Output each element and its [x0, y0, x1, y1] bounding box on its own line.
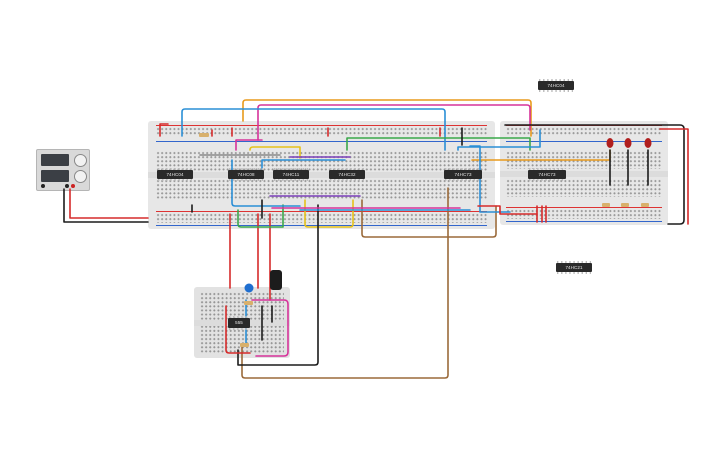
- main-breadboard[interactable]: [148, 121, 495, 229]
- wire: [477, 205, 538, 215]
- wire: [659, 128, 689, 225]
- chip-u4[interactable]: 74HC32: [329, 168, 365, 181]
- wire: [361, 199, 497, 238]
- resistor: [602, 203, 610, 207]
- led: [624, 138, 632, 148]
- resistor: [621, 203, 629, 207]
- led: [644, 138, 652, 148]
- led: [606, 138, 614, 148]
- chip-u1[interactable]: 74HC04: [157, 168, 193, 181]
- chip-u8[interactable]: 74HC21: [556, 261, 592, 274]
- wire: [457, 129, 541, 151]
- chip-u2[interactable]: 74HC08: [228, 168, 264, 181]
- psu-ground-terminal[interactable]: [65, 184, 69, 188]
- wire: [249, 146, 301, 159]
- wire: [181, 108, 446, 151]
- wire: [225, 305, 251, 354]
- psu-negative-terminal[interactable]: [41, 184, 45, 188]
- chip-u7[interactable]: 74HC04: [538, 79, 574, 92]
- wire: [235, 139, 263, 151]
- chip-u9[interactable]: 555: [228, 316, 250, 330]
- current-knob[interactable]: [74, 170, 87, 183]
- wire: [257, 104, 531, 141]
- voltage-knob[interactable]: [74, 154, 87, 167]
- resistor: [240, 343, 249, 347]
- resistor: [244, 301, 253, 305]
- voltage-display: [41, 154, 69, 166]
- psu-positive-terminal[interactable]: [71, 184, 75, 188]
- leds: [606, 138, 652, 148]
- wire: [237, 204, 284, 228]
- chip-u3[interactable]: 74HC11: [273, 168, 309, 181]
- electrolytic-capacitor: [270, 270, 282, 290]
- capacitors: [244, 270, 282, 293]
- wire: [346, 137, 531, 151]
- wire: [251, 299, 289, 357]
- ceramic-capacitor: [244, 283, 254, 293]
- wire: [237, 204, 319, 366]
- resistor: [199, 133, 209, 137]
- chip-u6[interactable]: 74HC73: [528, 168, 566, 181]
- power-supply[interactable]: [36, 149, 90, 191]
- chip-u5[interactable]: 74HC73: [444, 168, 482, 181]
- wire: [69, 188, 149, 219]
- wire: [231, 159, 301, 207]
- current-display: [41, 170, 69, 182]
- wire: [304, 199, 354, 228]
- wire: [471, 149, 611, 161]
- resistor: [641, 203, 649, 207]
- resistors: [199, 133, 649, 347]
- wire: [241, 187, 449, 379]
- wire: [504, 124, 685, 225]
- wire: [159, 123, 169, 137]
- right-breadboard[interactable]: [500, 121, 668, 225]
- wire: [242, 99, 532, 137]
- wire: [63, 188, 149, 223]
